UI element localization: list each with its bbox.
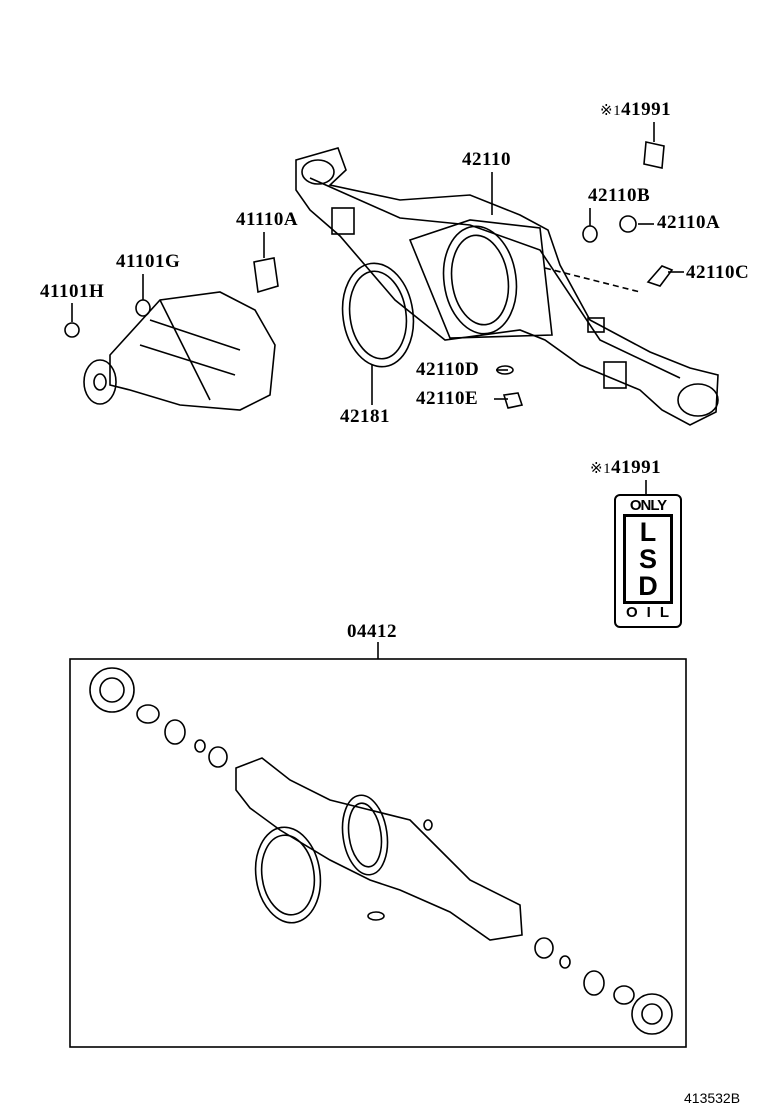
axle-housing xyxy=(295,147,719,426)
part-42110C xyxy=(646,265,674,287)
label-42110B: 42110B xyxy=(588,185,651,206)
lsd-oil-label: ONLY L S D OIL xyxy=(614,494,682,628)
label-42110D: 42110D xyxy=(416,359,480,380)
stud-41110A xyxy=(253,257,279,294)
label-41101H: 41101H xyxy=(40,281,105,302)
lsd-label-top: ONLY xyxy=(629,497,667,514)
diagram-id: 413532B xyxy=(684,1090,741,1106)
lsd-letter: S xyxy=(638,543,657,574)
leader-lines xyxy=(71,122,684,659)
part-41101G xyxy=(135,299,151,317)
label-04412: 04412 xyxy=(347,621,397,642)
lsd-tag-part xyxy=(643,141,665,169)
kit-04412-box xyxy=(69,658,687,1048)
part-number: 41991 xyxy=(611,457,662,478)
differential-carrier xyxy=(83,291,276,411)
lsd-letter: L xyxy=(639,516,657,547)
label-41101G: 41101G xyxy=(116,251,181,272)
label-41110A: 41110A xyxy=(236,209,299,230)
label-41991-top: ※141991 xyxy=(600,100,671,121)
part-42110A xyxy=(619,215,637,233)
lsd-label-box: L S D xyxy=(623,514,673,604)
part-42110E xyxy=(502,392,524,409)
gasket-42181 xyxy=(341,262,415,368)
lsd-letter: D xyxy=(638,570,658,601)
label-41991-bottom: ※141991 xyxy=(590,458,661,479)
note-mark: ※1 xyxy=(600,103,622,119)
part-41101H xyxy=(64,322,80,338)
part-number: 41991 xyxy=(621,99,672,120)
label-42110C: 42110C xyxy=(686,262,750,283)
part-42110B xyxy=(582,225,598,243)
label-42181: 42181 xyxy=(340,406,390,427)
label-42110: 42110 xyxy=(462,149,511,170)
label-42110A: 42110A xyxy=(657,212,721,233)
label-42110E: 42110E xyxy=(416,388,479,409)
note-mark: ※1 xyxy=(590,461,612,477)
kit-parts xyxy=(89,667,673,1035)
lsd-label-bottom: OIL xyxy=(626,604,678,621)
part-42110D xyxy=(496,365,514,375)
